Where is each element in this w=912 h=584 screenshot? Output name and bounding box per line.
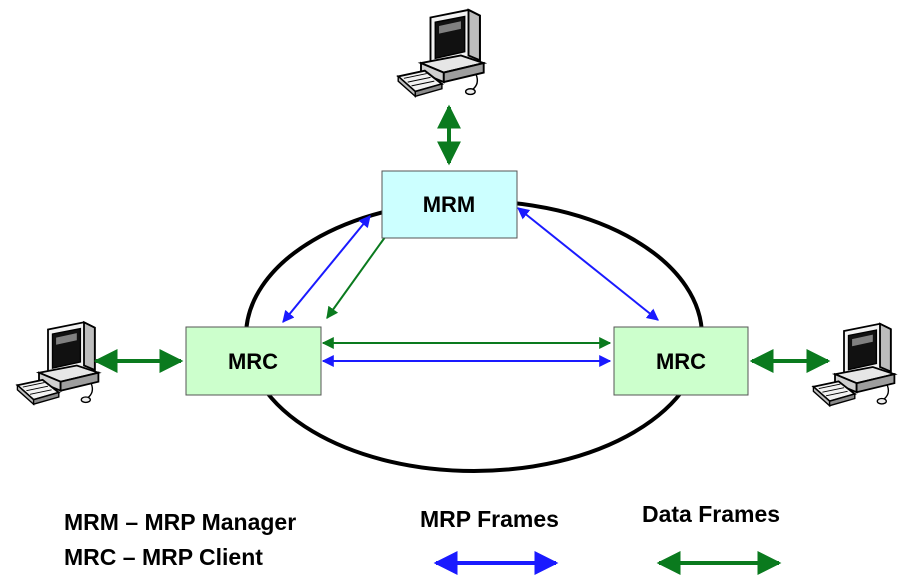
data-frame-arrow [326, 225, 394, 319]
mrp-frame-arrow [517, 207, 659, 321]
legend-data-frames-label: Data Frames [642, 501, 780, 527]
computer-icon [16, 321, 100, 406]
computer-icon [397, 8, 485, 98]
mrc-left-node: MRC [185, 326, 322, 396]
legend-mrm-abbrev: MRM – MRP Manager [64, 509, 296, 535]
legend-mrc-abbrev: MRC – MRP Client [64, 544, 263, 570]
mrc-right-label: MRC [656, 349, 706, 374]
mrm-node: MRM [381, 170, 518, 239]
mrc-right-node: MRC [613, 326, 749, 396]
legend-mrp-frames-label: MRP Frames [420, 506, 559, 532]
mrc-left-label: MRC [228, 349, 278, 374]
computer-icon [812, 322, 896, 407]
mrm-label: MRM [423, 192, 476, 217]
